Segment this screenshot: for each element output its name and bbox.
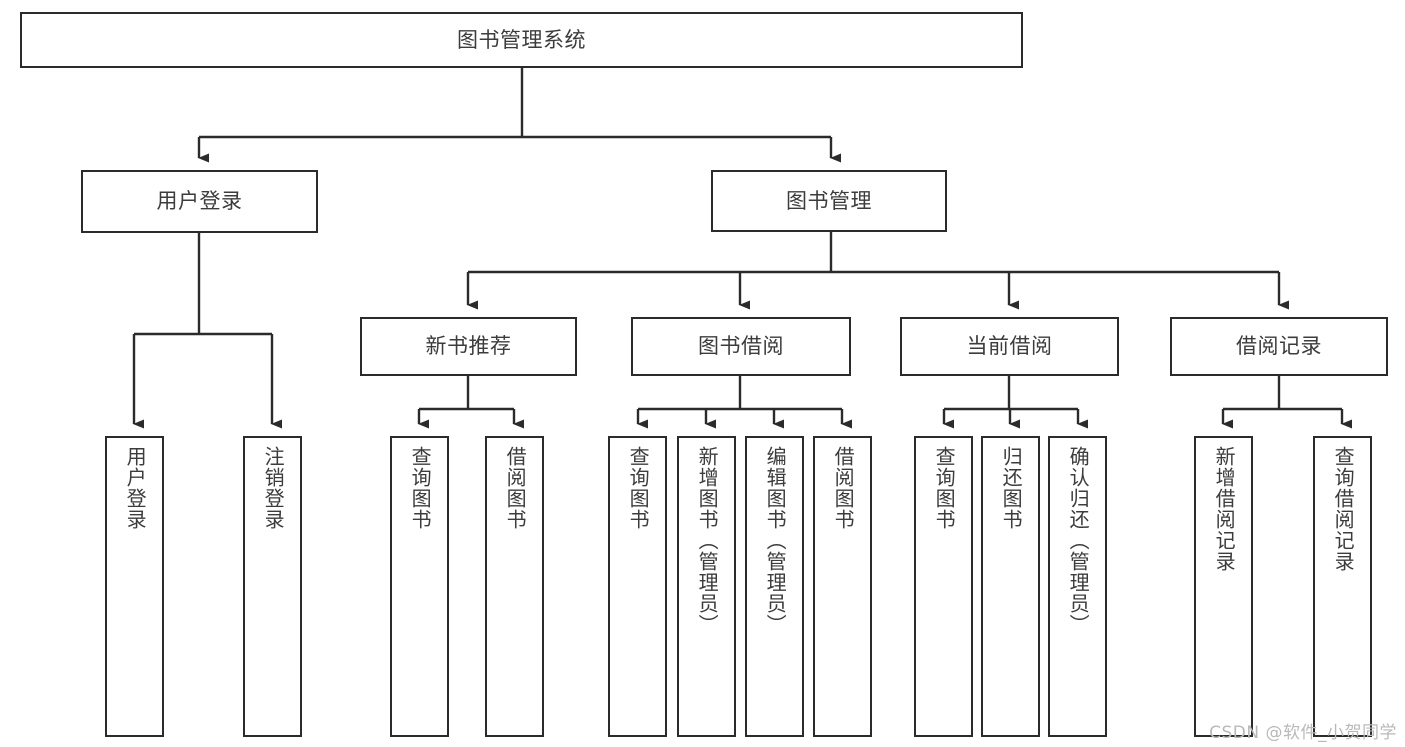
node-label: 注销登录 xyxy=(261,446,286,530)
node-label: 当前借阅 xyxy=(966,334,1053,359)
node-label: 查询借阅记录 xyxy=(1331,446,1356,572)
node-new-book-recommend[interactable]: 新书推荐 xyxy=(360,317,577,376)
node-current-borrow[interactable]: 当前借阅 xyxy=(900,317,1119,376)
node-label: 图书管理系统 xyxy=(457,27,586,52)
node-label: 新书推荐 xyxy=(425,334,512,359)
node-user-login[interactable]: 用户登录 xyxy=(81,170,318,233)
leaf-current-confirm-return-admin[interactable]: 确认归还（管理员） xyxy=(1048,436,1107,737)
node-book-borrow[interactable]: 图书借阅 xyxy=(631,317,851,376)
csdn-watermark: CSDN @软件_小贺同学 xyxy=(1209,723,1397,743)
leaf-new-book-query[interactable]: 查询图书 xyxy=(390,436,449,737)
leaf-records-query-record[interactable]: 查询借阅记录 xyxy=(1313,436,1372,737)
node-label: 查询图书 xyxy=(408,446,433,530)
node-label: 用户登录 xyxy=(156,189,243,214)
node-label: 新增借阅记录 xyxy=(1212,446,1237,572)
leaf-borrow-edit-book-admin[interactable]: 编辑图书（管理员） xyxy=(745,436,804,737)
node-label: 查询图书 xyxy=(626,446,651,530)
node-book-management[interactable]: 图书管理 xyxy=(711,170,947,232)
node-root-book-management-system[interactable]: 图书管理系统 xyxy=(20,12,1023,68)
leaf-user-login-signout[interactable]: 注销登录 xyxy=(243,436,302,737)
node-label: 图书管理 xyxy=(786,188,872,213)
node-label: 借阅图书 xyxy=(503,446,528,530)
node-label: 查询图书 xyxy=(932,446,957,530)
leaf-records-add-record[interactable]: 新增借阅记录 xyxy=(1194,436,1253,737)
node-label: 新增图书（管理员） xyxy=(695,446,720,635)
leaf-current-query-book[interactable]: 查询图书 xyxy=(914,436,973,737)
leaf-current-return-book[interactable]: 归还图书 xyxy=(981,436,1040,737)
node-label: 借阅图书 xyxy=(831,446,856,530)
node-label: 归还图书 xyxy=(999,446,1024,530)
node-borrow-records[interactable]: 借阅记录 xyxy=(1170,317,1388,376)
leaf-user-login-signin[interactable]: 用户登录 xyxy=(105,436,164,737)
node-label: 用户登录 xyxy=(123,446,148,530)
leaf-borrow-borrow-book[interactable]: 借阅图书 xyxy=(813,436,872,737)
node-label: 编辑图书（管理员） xyxy=(763,446,788,635)
node-label: 借阅记录 xyxy=(1236,334,1322,359)
node-label: 确认归还（管理员） xyxy=(1066,446,1091,635)
node-label: 图书借阅 xyxy=(698,334,784,359)
leaf-new-book-borrow[interactable]: 借阅图书 xyxy=(485,436,544,737)
leaf-borrow-query-book[interactable]: 查询图书 xyxy=(608,436,667,737)
leaf-borrow-add-book-admin[interactable]: 新增图书（管理员） xyxy=(677,436,736,737)
